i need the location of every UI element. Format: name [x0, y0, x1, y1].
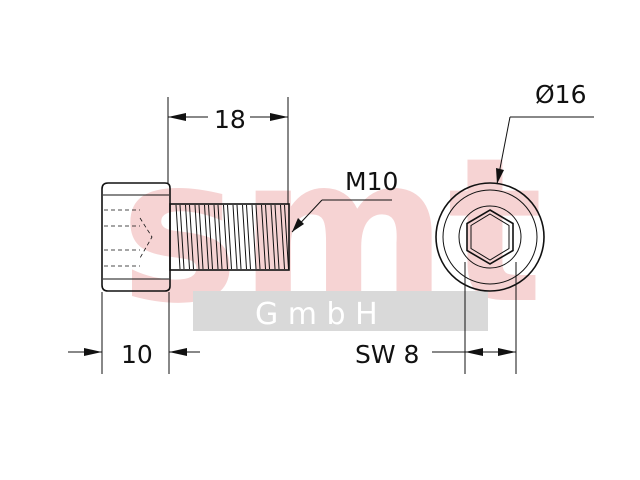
screw-head — [101, 182, 171, 292]
thread-root-line — [255, 204, 261, 270]
thread-crest-line — [270, 204, 276, 270]
thread-crest-line — [204, 204, 209, 270]
watermark: smt G m b H — [120, 115, 543, 348]
dimension-label-sw8: SW 8 — [355, 340, 419, 369]
socket-circle — [458, 205, 522, 269]
thread-root-line — [246, 204, 251, 270]
thread-crest-line — [261, 204, 266, 270]
arrowhead — [292, 218, 304, 232]
hex-socket-inner — [470, 213, 510, 261]
arrowhead — [465, 348, 483, 356]
dimension-label-m10: M10 — [345, 167, 398, 196]
watermark-band — [193, 291, 488, 331]
thread-crest-line — [251, 204, 257, 270]
thread-root-line — [265, 204, 270, 270]
thread-crest-line — [223, 204, 228, 270]
dimension-18: 18 — [167, 97, 289, 204]
thread-root-line — [284, 204, 289, 270]
thread-root-line — [189, 204, 194, 270]
arrowhead — [169, 348, 187, 356]
socket-hidden-tip — [139, 217, 153, 259]
dimension-10: 10 — [68, 292, 200, 374]
thread-root-line — [198, 204, 204, 270]
screw-side-view — [101, 182, 290, 292]
thread-crest-line — [194, 204, 200, 270]
thread-crest-line — [185, 204, 190, 270]
dimension-label-18: 18 — [214, 105, 246, 134]
arrowhead — [496, 168, 504, 184]
arrowhead — [168, 113, 186, 121]
thread-crest-line — [232, 204, 238, 270]
thread-root-line — [179, 204, 185, 270]
arrowhead — [498, 348, 516, 356]
thread-root-line — [227, 204, 232, 270]
arrowhead — [84, 348, 102, 356]
thread-root-line — [208, 204, 213, 270]
thread-root-line — [274, 204, 280, 270]
dimension-m10: M10 — [291, 167, 398, 233]
watermark-subtext: G m b H — [255, 297, 378, 332]
thread-root-line — [236, 204, 242, 270]
thread-crest-line — [280, 204, 285, 270]
screw-thread — [169, 203, 290, 271]
thread-crest-line — [242, 204, 247, 270]
screw-end-view — [435, 182, 545, 292]
thread-root-line — [217, 204, 223, 270]
dimension-label-10: 10 — [121, 340, 153, 369]
hex-socket — [466, 209, 514, 265]
dimension-sw8: SW 8 — [355, 262, 517, 374]
dimension-diameter: Ø16 — [496, 80, 594, 185]
dimension-label-diameter: Ø16 — [535, 80, 587, 109]
head-inner-circle — [442, 189, 538, 285]
head-outer-circle — [435, 182, 545, 292]
thread-crest-line — [175, 204, 181, 270]
thread-crest-line — [213, 204, 219, 270]
arrowhead — [270, 113, 288, 121]
thread-outline — [169, 203, 290, 271]
